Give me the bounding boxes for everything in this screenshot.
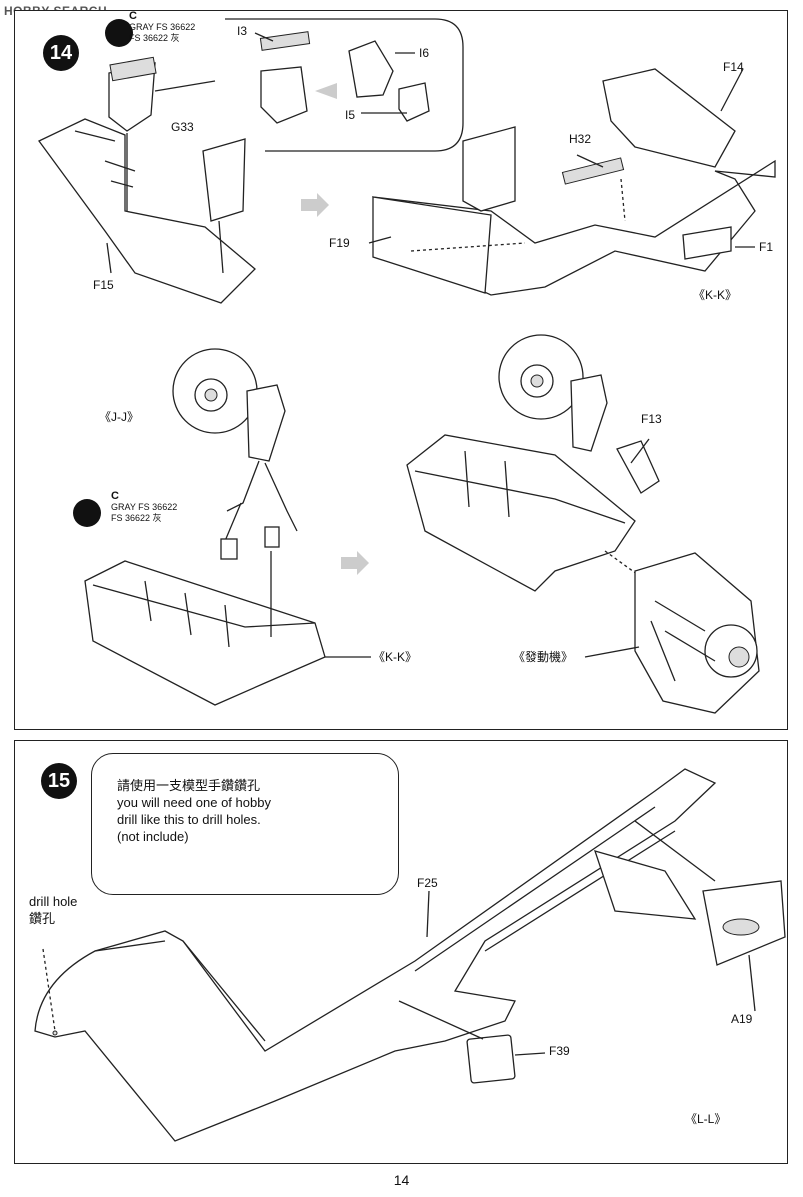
paint-callout-top: C GRAY FS 36622 FS 36622 灰 <box>129 11 195 44</box>
ref-jj: 《J-J》 <box>99 410 139 424</box>
paint-code: C <box>129 10 137 22</box>
ref-engine: 《發動機》 <box>513 650 574 664</box>
drill-note-zh: 請使用一支模型手鑽鑽孔 <box>117 778 261 793</box>
part-label-f39: F39 <box>549 1044 570 1058</box>
drill-note-en-1: you will need one of hobby <box>117 795 271 810</box>
part-label-f19: F19 <box>329 236 350 250</box>
part-label-i3: I3 <box>237 24 248 38</box>
part-label-f13: F13 <box>641 412 662 426</box>
paint-brush-icon <box>105 19 133 47</box>
drill-note-en-3: (not include) <box>117 829 189 844</box>
drill-note-bubble <box>91 753 399 895</box>
drill-hole-zh: 鑽孔 <box>29 911 56 926</box>
part-label-i5: I5 <box>345 108 356 122</box>
ref-ll: 《L-L》 <box>685 1112 727 1126</box>
paint-name-en: GRAY FS 36622 <box>111 502 178 512</box>
paint-name-zh: FS 36622 灰 <box>129 33 180 43</box>
paint-brush-icon <box>73 499 101 527</box>
part-label-f15: F15 <box>93 278 114 292</box>
step-14-drawing <box>38 18 776 714</box>
paint-code: C <box>111 490 119 502</box>
step-number-15: 15 <box>41 763 77 799</box>
drill-hole-en: drill hole <box>29 894 78 909</box>
paint-name-zh: FS 36622 灰 <box>111 513 162 523</box>
part-label-f14: F14 <box>723 60 744 74</box>
part-label-f25: F25 <box>417 876 438 890</box>
part-label-i6: I6 <box>419 46 430 60</box>
drill-note-en-2: drill like this to drill holes. <box>117 812 261 827</box>
paint-name-en: GRAY FS 36622 <box>129 22 196 32</box>
part-label-f1: F1 <box>759 240 774 254</box>
step-number-14: 14 <box>43 35 79 71</box>
part-label-g33: G33 <box>171 120 194 134</box>
drill-note: 請使用一支模型手鑽鑽孔 you will need one of hobby d… <box>117 777 271 845</box>
part-label-h32: H32 <box>569 132 592 146</box>
ref-kk-mid: 《K-K》 <box>373 650 418 664</box>
step-14-panel: 14 C GRAY FS 36622 FS 36622 灰 I3 I6 I5 G… <box>14 10 788 730</box>
step-15-panel: 15 請使用一支模型手鑽鑽孔 you will need one of hobb… <box>14 740 788 1164</box>
page-number: 14 <box>393 1172 410 1188</box>
part-g33-shape <box>202 138 246 222</box>
drill-hole-label: drill hole 鑽孔 <box>29 893 77 927</box>
part-i-assembled <box>260 66 308 124</box>
ref-kk-top: 《K-K》 <box>693 288 738 302</box>
paint-callout-mid: C GRAY FS 36622 FS 36622 灰 <box>111 491 177 524</box>
part-label-a19: A19 <box>731 1012 753 1026</box>
